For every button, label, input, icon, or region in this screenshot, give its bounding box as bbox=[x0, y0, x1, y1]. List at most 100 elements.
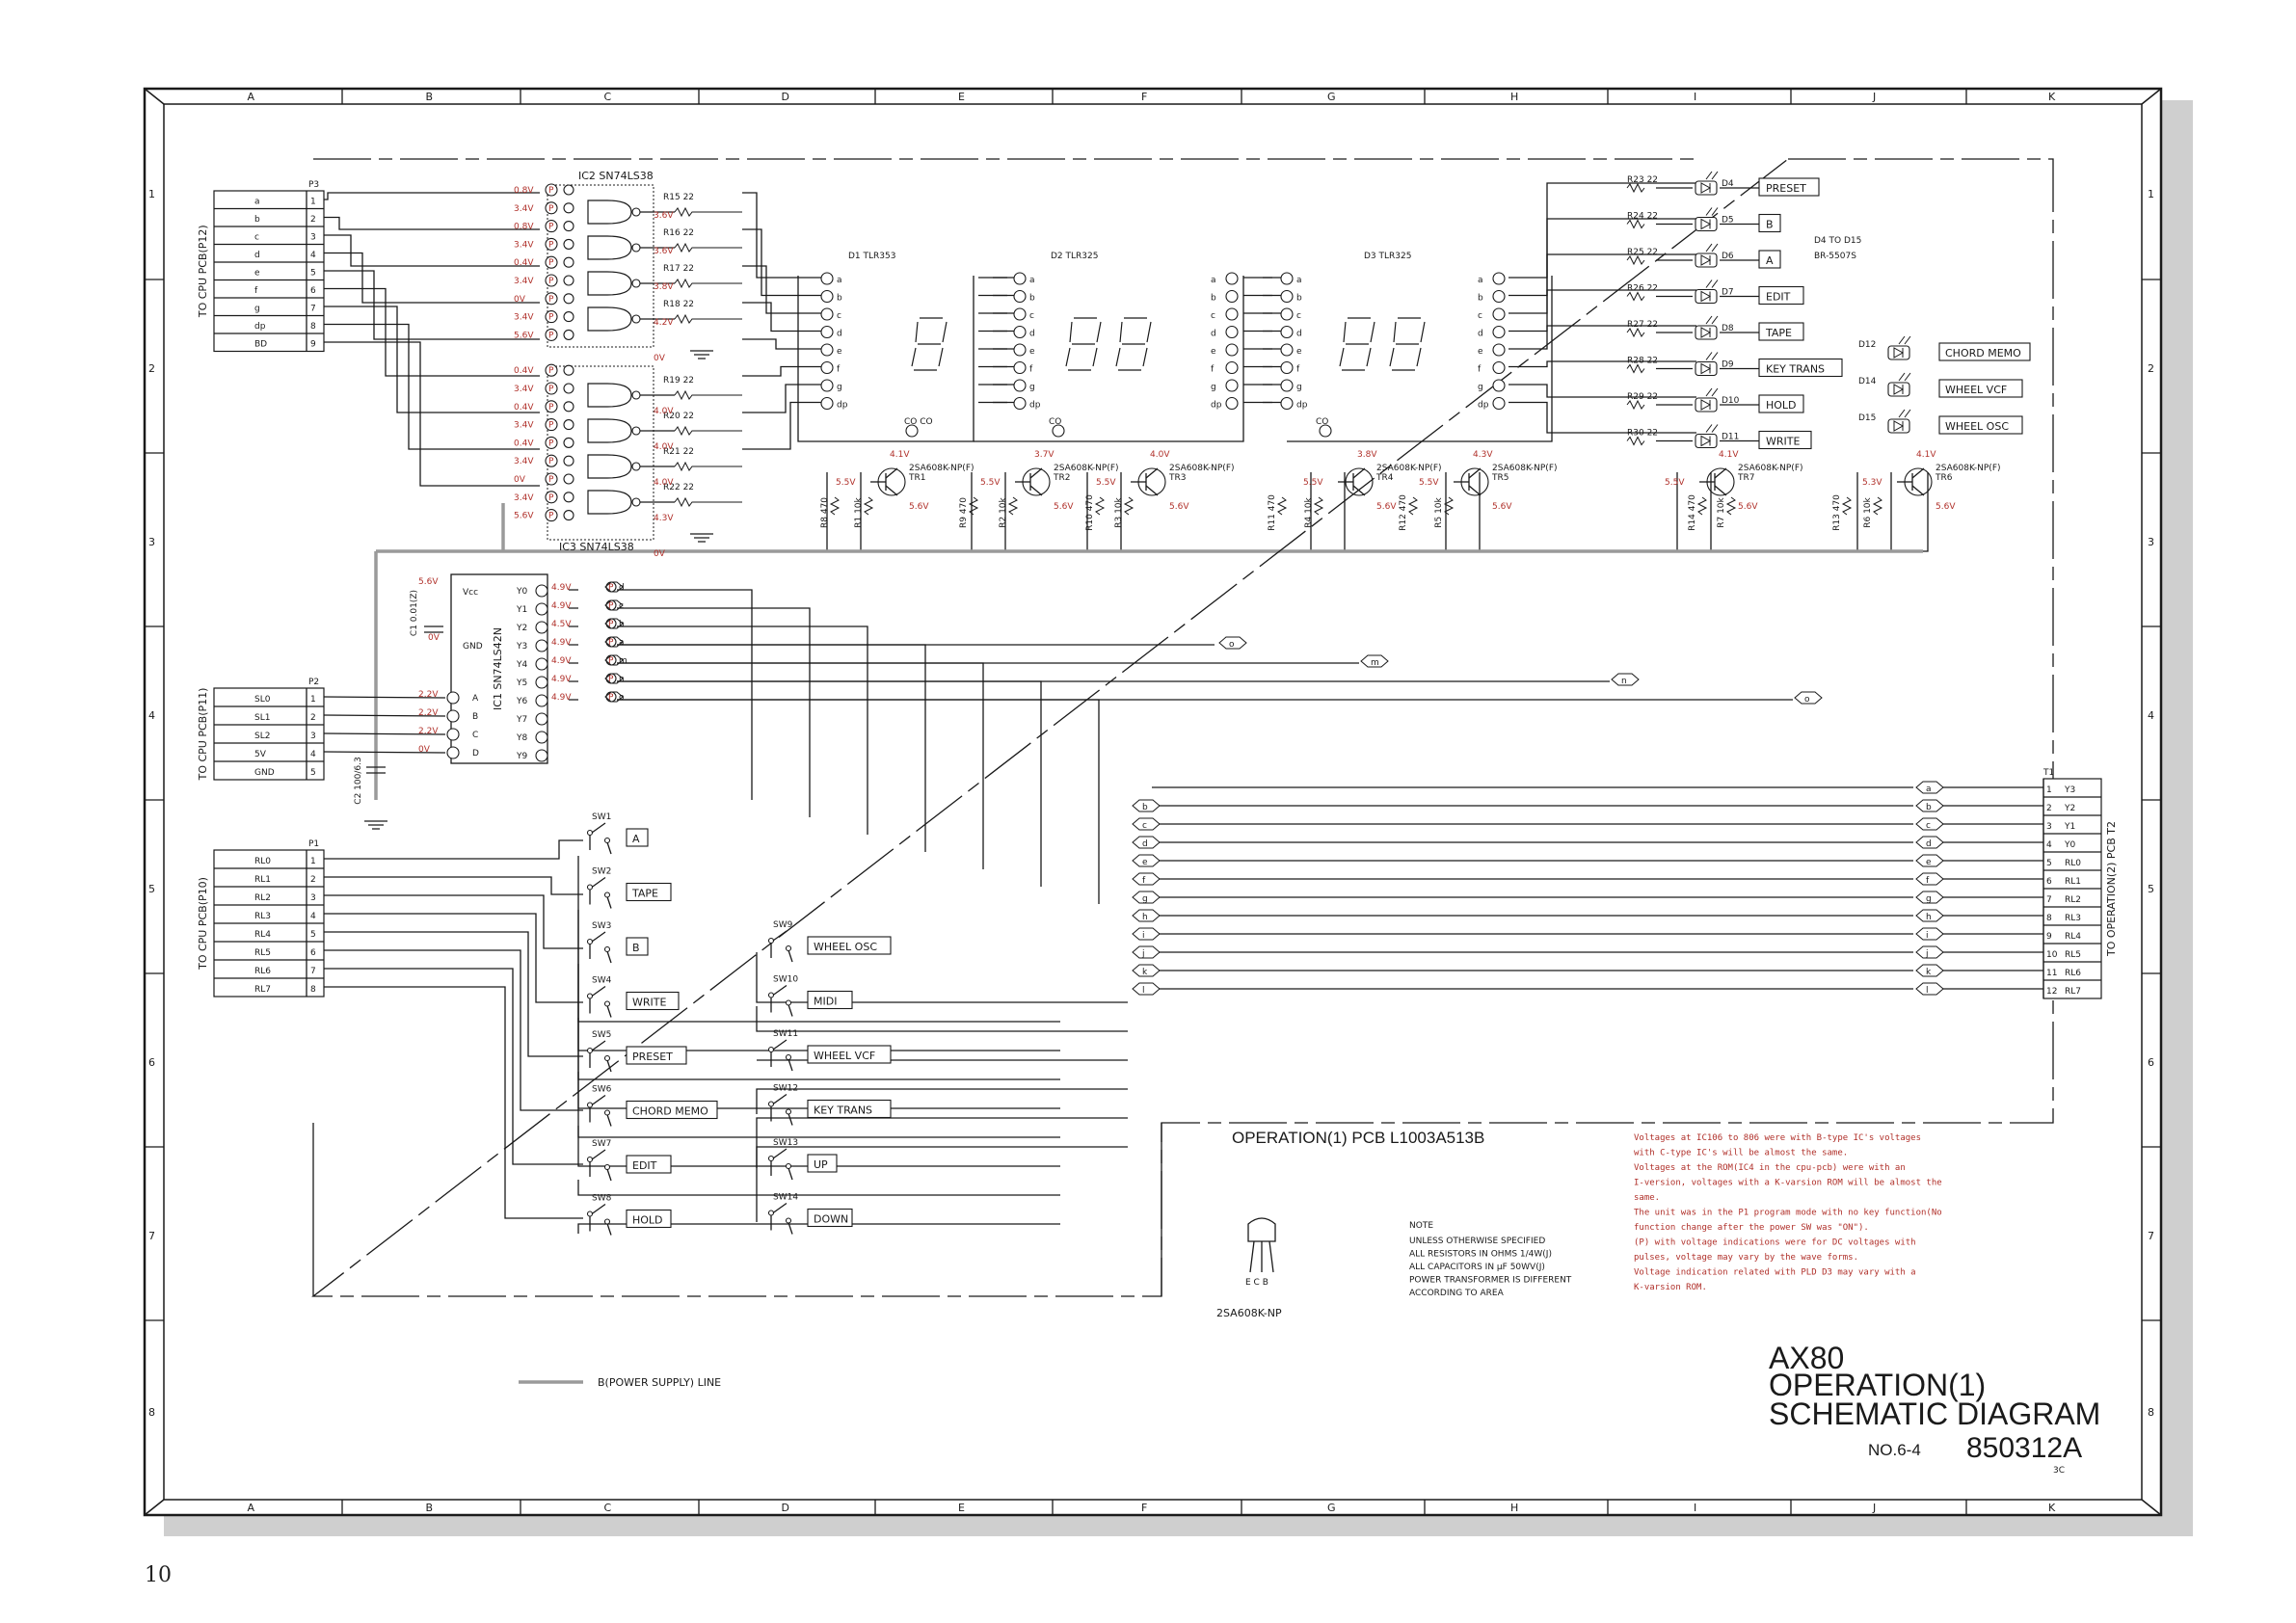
connector-p3-pin: 6 bbox=[310, 286, 316, 296]
transistor-vc: 5.6V bbox=[1376, 502, 1397, 512]
ic1-output-pin: Y4 bbox=[516, 660, 527, 670]
transistor-part: 2SA608K-NP(F) bbox=[1054, 464, 1119, 473]
connector-t1-signal: RL6 bbox=[2065, 969, 2081, 978]
connector-p2-name: P2 bbox=[308, 678, 319, 687]
gate-test-point: P bbox=[548, 475, 554, 485]
ic1-output-test-point: P bbox=[608, 620, 614, 629]
transistor-vc: 5.6V bbox=[1169, 502, 1189, 512]
switch-ref: SW6 bbox=[592, 1085, 612, 1095]
connector-p1-signal: RL3 bbox=[254, 912, 271, 921]
led-ref: D6 bbox=[1722, 252, 1734, 261]
display-pin-right: c bbox=[1478, 311, 1482, 321]
red-note-line: I-version, voltages with a K-varsion ROM… bbox=[1634, 1179, 1942, 1188]
gate-resistor-label: R22 22 bbox=[663, 483, 694, 492]
display-pin-right: f bbox=[1478, 365, 1482, 375]
zone-col-bottom-E: E bbox=[958, 1502, 965, 1514]
ic1-output-net: c bbox=[619, 601, 624, 611]
connector-p3-pin: 4 bbox=[310, 251, 316, 260]
zone-row-right-7: 7 bbox=[2148, 1230, 2154, 1242]
bus-net-right: d bbox=[1926, 839, 1932, 849]
connector-p2-side-label: TO CPU PCB(P11) bbox=[197, 688, 209, 782]
base-resistor-label: R5 10k bbox=[1434, 496, 1444, 527]
zone-row-right-2: 2 bbox=[2148, 362, 2154, 375]
bus-net-right: j bbox=[1925, 949, 1929, 959]
ic1-output-net: a bbox=[619, 638, 625, 648]
display-pin-left: g bbox=[1029, 383, 1035, 392]
zone-col-top-C: C bbox=[604, 91, 612, 103]
switch-label: KEY TRANS bbox=[814, 1104, 872, 1117]
display-pin-left: f bbox=[837, 365, 841, 375]
scan-net: n bbox=[1621, 677, 1627, 686]
zone-row-left-6: 6 bbox=[148, 1056, 155, 1069]
connector-p3-signal: c bbox=[254, 233, 259, 243]
switch-ref: SW7 bbox=[592, 1139, 611, 1149]
display-common: CO bbox=[1316, 417, 1328, 427]
connector-t1-signal: RL4 bbox=[2065, 932, 2081, 942]
connector-p1-signal: RL5 bbox=[254, 948, 271, 958]
transistor-vb: 5.5V bbox=[1665, 478, 1685, 488]
zone-col-top-K: K bbox=[2048, 91, 2056, 103]
transistor-vc: 5.6V bbox=[1054, 502, 1074, 512]
transistor-name: TR6 bbox=[1935, 473, 1953, 483]
frame-corners bbox=[144, 88, 2162, 1516]
gate-input-voltage: 3.4V bbox=[514, 277, 534, 286]
zone-row-right-3: 3 bbox=[2148, 536, 2154, 548]
bus-net-right: f bbox=[1926, 876, 1930, 886]
gate-test-point: P bbox=[548, 186, 554, 196]
ic1-output-test-point: P bbox=[608, 601, 614, 611]
ic1-input-voltage: 0V bbox=[418, 745, 431, 755]
power-line-label: B(POWER SUPPLY) LINE bbox=[598, 1376, 721, 1389]
bus-net-right: l bbox=[1926, 986, 1929, 996]
ic1-output-net: b bbox=[619, 620, 625, 629]
zone-row-right-4: 4 bbox=[2148, 709, 2154, 722]
display-pin-left: f bbox=[1296, 365, 1300, 375]
zone-col-top-G: G bbox=[1327, 91, 1336, 103]
zone-col-top-D: D bbox=[782, 91, 789, 103]
display-pin-left: e bbox=[837, 347, 842, 357]
connector-t1-signal: RL3 bbox=[2065, 914, 2081, 923]
led-ref: D5 bbox=[1722, 216, 1734, 226]
transistor-pinout-pins: E C B bbox=[1245, 1278, 1268, 1288]
note-line: ACCORDING TO AREA bbox=[1409, 1289, 1505, 1298]
base-resistor-label: R3 10k bbox=[1114, 496, 1124, 527]
gate-input-voltage: 0.4V bbox=[514, 258, 534, 268]
zone-col-bottom-G: G bbox=[1327, 1502, 1336, 1514]
connector-p3-side-label: TO CPU PCB(P12) bbox=[197, 225, 209, 318]
red-note-line: Voltages at IC106 to 806 were with B-typ… bbox=[1634, 1133, 1921, 1143]
led-label: EDIT bbox=[1766, 291, 1791, 304]
zone-col-bottom-D: D bbox=[782, 1502, 789, 1514]
switch-label: PRESET bbox=[632, 1051, 673, 1063]
red-note-line: The unit was in the P1 program mode with… bbox=[1634, 1209, 1942, 1218]
display-pin-right: c bbox=[1211, 311, 1215, 321]
bus-net-right: e bbox=[1926, 858, 1932, 867]
display-pin-left: c bbox=[1029, 311, 1034, 321]
bus-net-right: k bbox=[1926, 968, 1932, 977]
zone-col-top-B: B bbox=[426, 91, 434, 103]
base-resistor-label: R12 470 bbox=[1399, 494, 1408, 531]
connector-t1-signal: RL2 bbox=[2065, 895, 2081, 905]
led-label: CHORD MEMO bbox=[1945, 347, 2021, 359]
display-pin-right: g bbox=[1478, 383, 1483, 392]
gate-output-voltage: 4.0V bbox=[654, 407, 674, 416]
gate-output-voltage: 4.0V bbox=[654, 442, 674, 452]
display-pin-left: c bbox=[837, 311, 841, 321]
led-label: KEY TRANS bbox=[1766, 363, 1825, 376]
base-resistor-label: R11 470 bbox=[1268, 494, 1277, 531]
gate-resistor-label: R17 22 bbox=[663, 264, 694, 274]
led-resistor: R26 22 bbox=[1627, 284, 1658, 294]
switch-label: WRITE bbox=[632, 997, 666, 1009]
gate-input-voltage: 0.4V bbox=[514, 439, 534, 448]
red-note-line: Voltage indication related with PLD D3 m… bbox=[1634, 1268, 1916, 1278]
scan-net: o bbox=[1804, 695, 1810, 705]
display-name: D3 TLR325 bbox=[1364, 252, 1411, 261]
connector-p1-pin: 1 bbox=[310, 857, 316, 866]
